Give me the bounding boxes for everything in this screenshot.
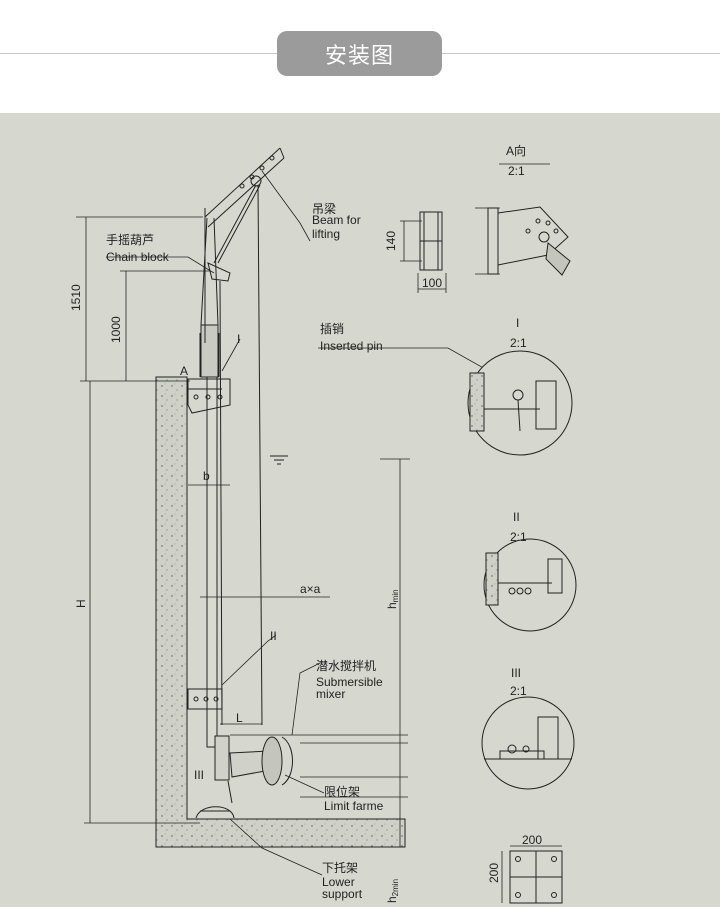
- detail-ii-circle: [483, 538, 577, 632]
- lower-label-cn: 下托架: [322, 861, 358, 875]
- mixer-label-en-1: Submersible: [316, 675, 383, 689]
- dim-1510: 1510: [69, 284, 83, 311]
- pin-label-cn: 插销: [320, 322, 344, 336]
- section-title-badge: 安装图: [277, 31, 442, 76]
- dim-axa: a×a: [300, 582, 321, 596]
- page-header: 安装图: [0, 0, 720, 113]
- guide-rail: [206, 376, 218, 748]
- baseplate-plan: [501, 845, 563, 904]
- top-bracket: [187, 378, 231, 414]
- detail-ii-parts: [485, 552, 563, 606]
- submersible-mixer: [214, 735, 293, 804]
- detail-ii-scale: 2:1: [510, 530, 527, 544]
- dim-200-side: 200: [487, 863, 501, 883]
- chain-label-cn: 手摇葫芦: [106, 233, 154, 247]
- water-level-symbol: [270, 455, 288, 465]
- dim-h2min: h2min: [385, 879, 400, 903]
- marker-I: I: [237, 332, 240, 346]
- dim-L: L: [236, 711, 243, 725]
- marker-A: A: [180, 364, 188, 378]
- detail-ii-title: II: [513, 510, 520, 524]
- beam-label-cn: 吊梁: [312, 201, 336, 216]
- installation-drawing-svg: 吊梁 Beam for lifting 手摇葫芦 Chain block 插销 …: [69, 143, 577, 904]
- section-title: 安装图: [324, 43, 394, 69]
- beam-label-en-2: lifting: [312, 227, 340, 241]
- dim-1000: 1000: [109, 316, 123, 343]
- lower-support: [195, 806, 235, 819]
- beam-label-en-1: Beam for: [312, 213, 361, 227]
- detail-a-title: A向: [506, 143, 526, 158]
- detail-i-scale: 2:1: [510, 336, 527, 350]
- detail-i-title: I: [516, 316, 519, 330]
- limit-label-cn: 限位架: [324, 784, 360, 799]
- detail-a-view: [400, 163, 571, 293]
- concrete-wall: [155, 376, 406, 848]
- dim-100: 100: [422, 276, 442, 290]
- detail-iii-scale: 2:1: [510, 684, 527, 698]
- dim-b: b: [203, 469, 210, 483]
- mixer-label-cn: 潜水搅拌机: [316, 658, 376, 673]
- lifting-crane: [199, 147, 285, 726]
- dim-hmin: hmin: [385, 589, 400, 609]
- dim-H: H: [74, 599, 88, 608]
- chain-label-en: Chain block: [106, 250, 170, 264]
- mixer-label-en-2: mixer: [316, 687, 345, 701]
- dim-200-top: 200: [522, 833, 542, 847]
- marker-III: III: [194, 768, 204, 782]
- detail-iii-parts: [484, 716, 572, 760]
- marker-II: II: [270, 629, 277, 643]
- lower-label-en-1: Lower: [322, 875, 355, 889]
- detail-a-scale: 2:1: [508, 164, 525, 178]
- detail-iii-circle: [481, 696, 575, 790]
- lower-label-en-2: support: [322, 887, 363, 901]
- limit-label-en: Limit farme: [324, 799, 384, 813]
- pin-label-en: Inserted pin: [320, 339, 383, 353]
- installation-drawing: 吊梁 Beam for lifting 手摇葫芦 Chain block 插销 …: [0, 113, 720, 907]
- detail-i-parts: [469, 372, 557, 432]
- middle-bracket: [187, 688, 223, 710]
- detail-iii-title: III: [511, 666, 521, 680]
- dimension-lines: [76, 216, 410, 847]
- dim-140: 140: [384, 231, 398, 251]
